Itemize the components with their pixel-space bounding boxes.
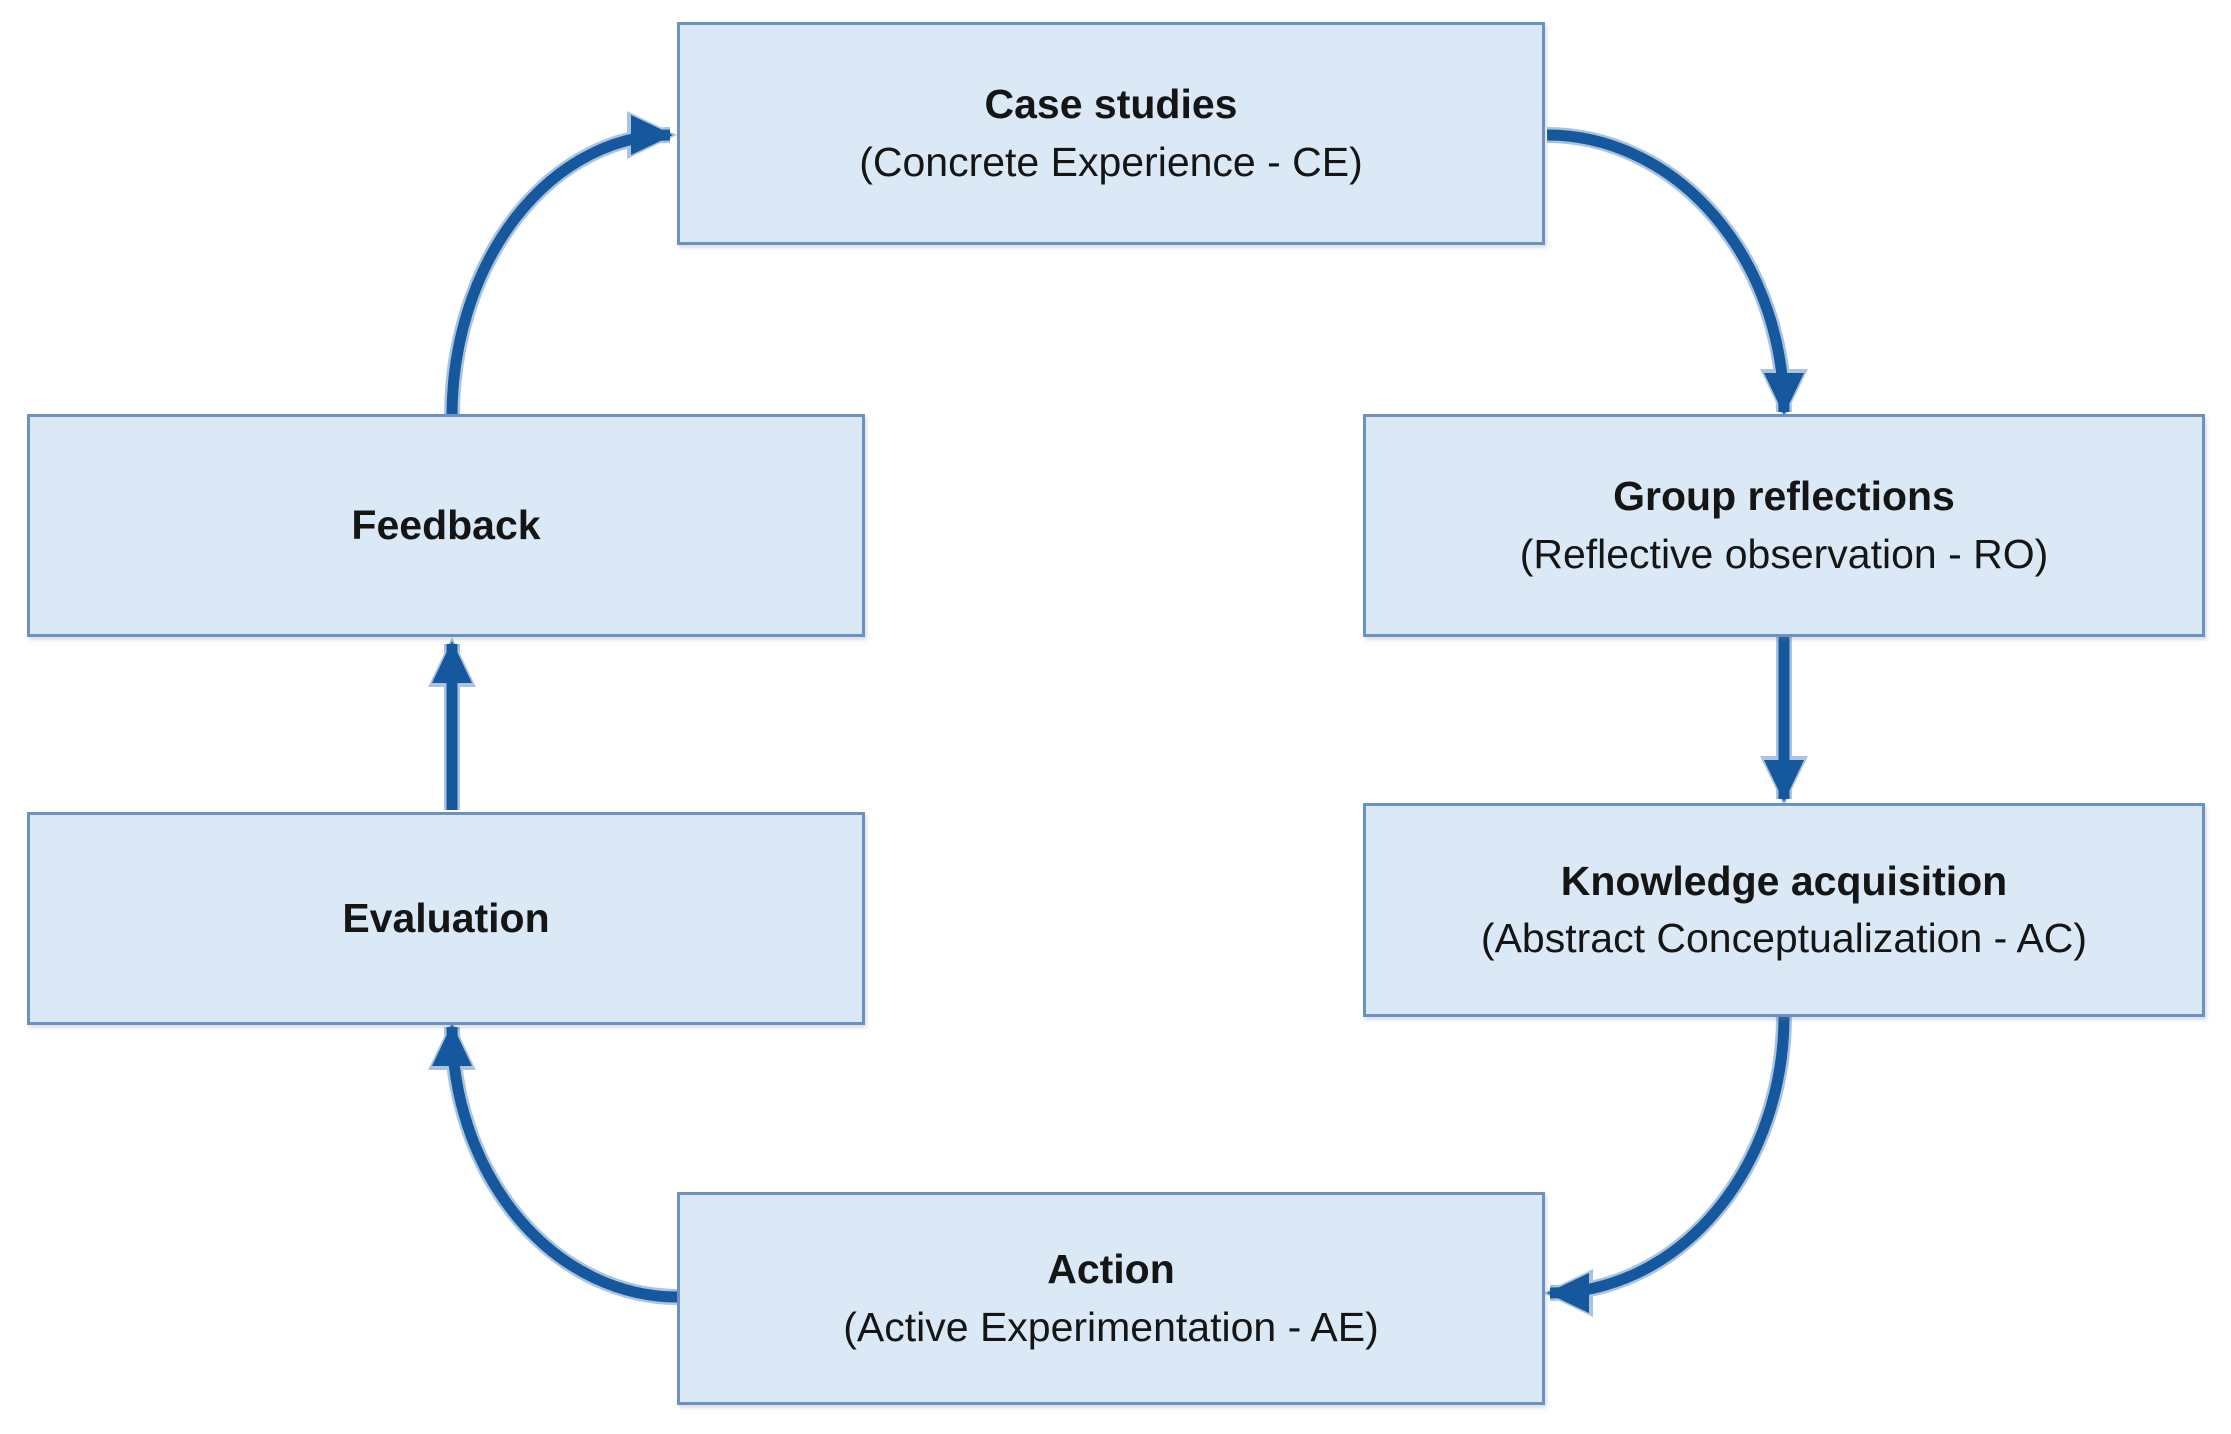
node-title: Action <box>1047 1246 1175 1293</box>
node-subtitle: (Concrete Experience - CE) <box>859 138 1363 185</box>
node-evaluation: Evaluation <box>27 812 865 1025</box>
node-action: Action (Active Experimentation - AE) <box>677 1192 1545 1405</box>
node-knowledge-acquisition: Knowledge acquisition (Abstract Conceptu… <box>1363 803 2205 1017</box>
node-title: Group reflections <box>1613 473 1955 520</box>
node-title: Evaluation <box>342 894 550 941</box>
node-group-reflections: Group reflections (Reflective observatio… <box>1363 414 2205 637</box>
node-title: Feedback <box>351 501 541 548</box>
node-case-studies: Case studies (Concrete Experience - CE) <box>677 22 1545 245</box>
node-subtitle: (Abstract Conceptualization - AC) <box>1480 915 2088 961</box>
node-subtitle: (Reflective observation - RO) <box>1519 530 2049 577</box>
arrow-action-to-evaluation <box>452 1027 678 1297</box>
node-feedback: Feedback <box>27 414 865 637</box>
node-title: Case studies <box>984 81 1238 128</box>
arrow-halos <box>452 135 1784 1297</box>
arrow-feedback-to-case-studies <box>452 135 670 416</box>
arrow-strokes <box>452 135 1784 1297</box>
arrow-case-studies-to-group-reflections <box>1547 135 1784 412</box>
node-title: Knowledge acquisition <box>1560 857 2008 904</box>
node-subtitle: (Active Experimentation - AE) <box>843 1303 1379 1350</box>
arrow-knowledge-acquisition-to-action <box>1550 1016 1784 1293</box>
